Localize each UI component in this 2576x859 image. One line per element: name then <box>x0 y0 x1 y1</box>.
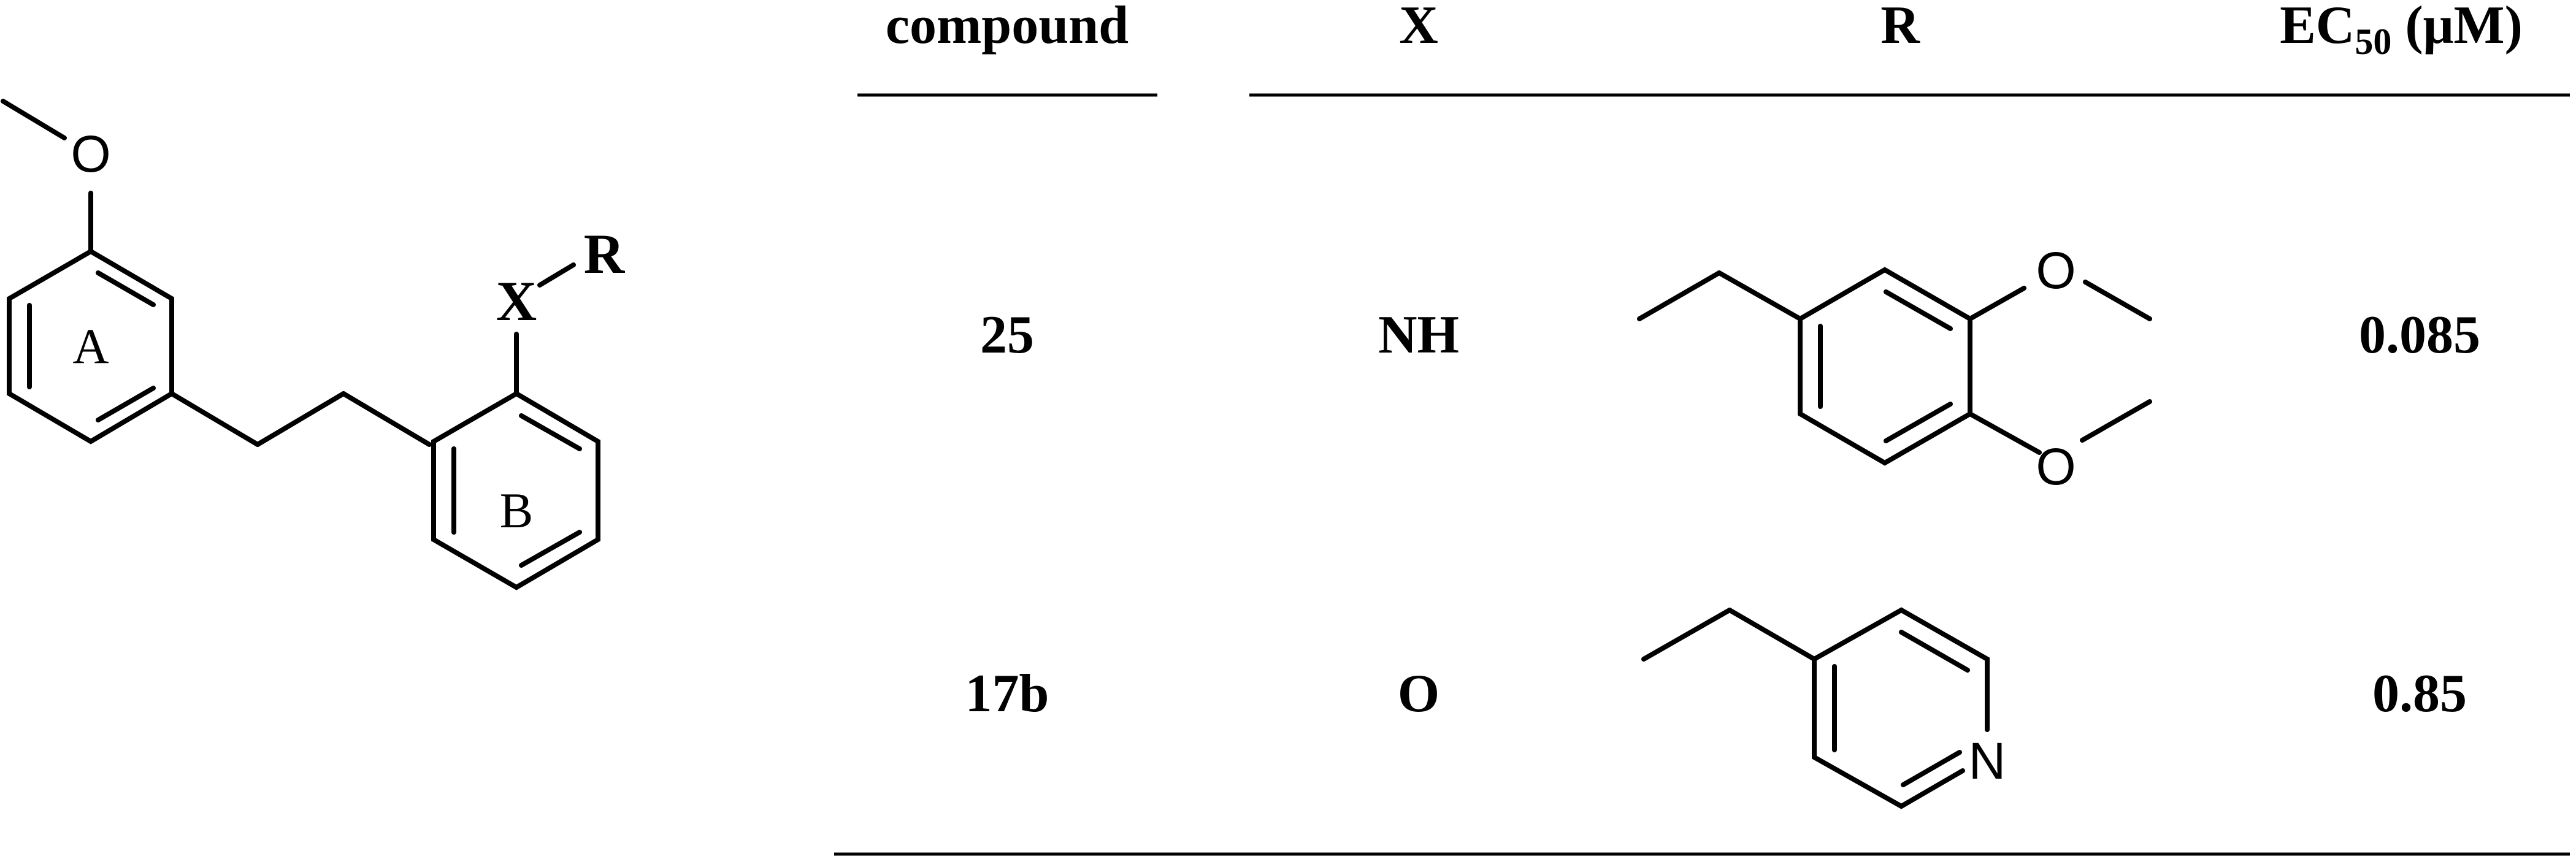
table-row: 25 NH O O 0.085 <box>980 242 2480 495</box>
row-2-r-structure: N <box>1641 607 2006 809</box>
substituent-x-label: X <box>496 270 537 332</box>
scaffold-structure: O A B X R <box>1 99 626 590</box>
header-r: R <box>1880 0 1920 55</box>
methoxy-oxygen-label: O <box>71 125 110 183</box>
row-1-r-structure: O O <box>1637 242 2152 495</box>
row-2-compound: 17b <box>965 664 1049 723</box>
row-2-ec50: 0.85 <box>2372 664 2467 723</box>
header-ec50: EC50 (μM) <box>2280 0 2523 62</box>
header-x: X <box>1399 0 1438 55</box>
ring-b-label: B <box>500 483 534 538</box>
row-1-x: NH <box>1378 305 1459 365</box>
row-1-compound: 25 <box>980 305 1034 365</box>
header-ec50-subscript: 50 <box>2355 21 2391 62</box>
row-1-oxygen-2: O <box>2036 438 2076 495</box>
table-row: 17b O N 0.85 <box>965 607 2467 809</box>
header-compound: compound <box>886 0 1129 55</box>
substituent-r-label: R <box>584 223 626 285</box>
header-ec50-unit: (μM) <box>2391 0 2523 55</box>
row-1-oxygen-1: O <box>2036 242 2076 299</box>
ring-a <box>7 248 174 445</box>
row-2-x: O <box>1398 664 1439 723</box>
row-1-ec50: 0.085 <box>2359 305 2480 365</box>
ring-a-label: A <box>72 318 109 374</box>
ring-b <box>431 391 600 590</box>
header-ec50-main: EC <box>2280 0 2355 55</box>
row-2-nitrogen: N <box>1969 732 2006 790</box>
sar-table: compound X R EC50 (μM) 25 NH O <box>834 0 2570 856</box>
